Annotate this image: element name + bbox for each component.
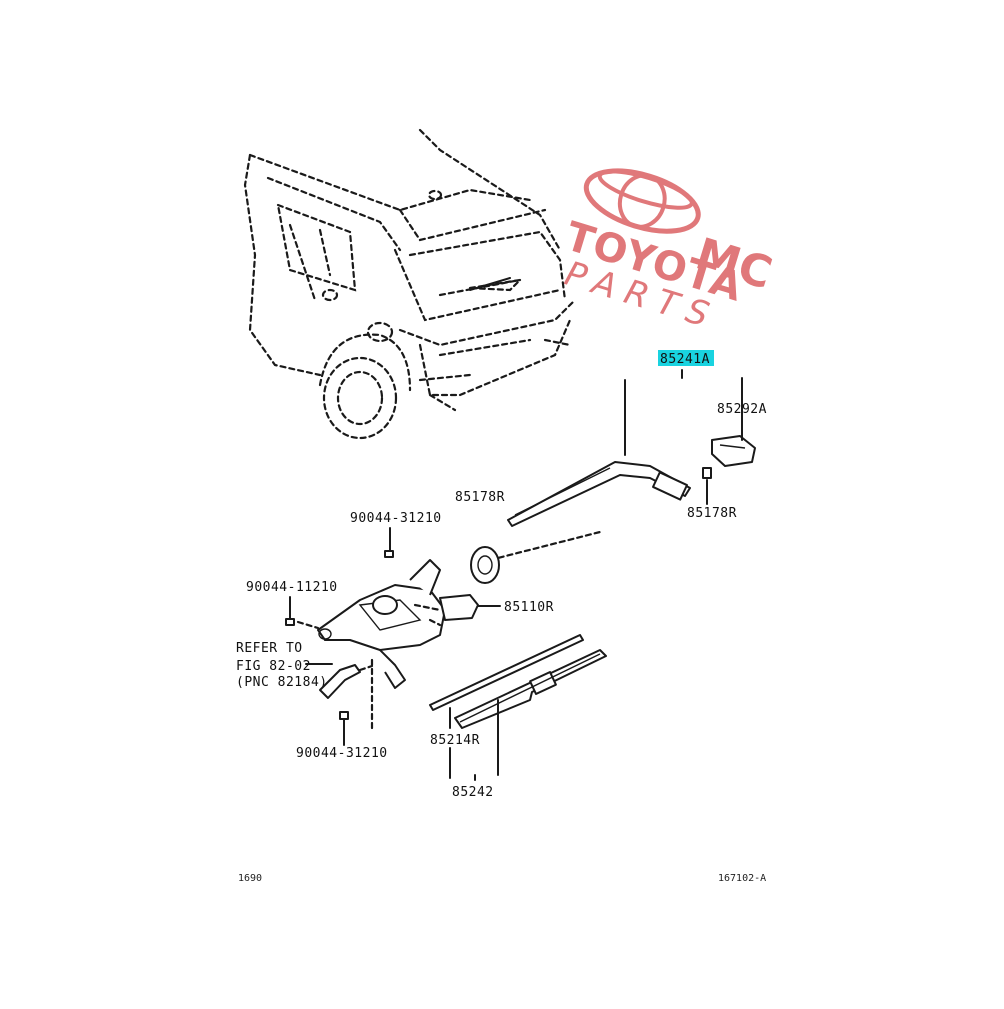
wiper-arm-85241a xyxy=(507,369,691,527)
wiper-cap-85292a xyxy=(711,377,756,467)
svg-text:(PNC 82184): (PNC 82184) xyxy=(236,675,328,690)
svg-text:REFER TO: REFER TO xyxy=(236,641,303,656)
svg-text:FIG 82-02: FIG 82-02 xyxy=(236,659,311,674)
label-85292a: 85292A xyxy=(717,402,767,417)
label-85110r: 85110R xyxy=(504,600,554,615)
svg-text:85241A: 85241A xyxy=(660,352,710,367)
harness-connector xyxy=(319,664,361,699)
refer-note: REFER TO FIG 82-02 (PNC 82184) xyxy=(236,641,328,690)
label-85178r-right: 85178R xyxy=(687,506,737,521)
label-85241a: 85241A xyxy=(658,350,714,367)
nut-85178r-right xyxy=(702,467,712,505)
label-90044-bottom: 90044-31210 xyxy=(296,746,388,761)
footer-right-code: 167102-A xyxy=(718,873,766,884)
bolt-left xyxy=(285,618,295,626)
toyota-mc-parts-watermark: TOYOTA MC PARTS xyxy=(560,168,778,338)
wiper-motor-85110r xyxy=(317,559,501,689)
label-85178r-left: 85178R xyxy=(455,490,505,505)
bolt-top xyxy=(384,550,394,558)
grommet-seal xyxy=(470,546,500,584)
label-85242: 85242 xyxy=(452,785,494,800)
label-90044-left: 90044-11210 xyxy=(246,580,338,595)
label-90044-top: 90044-31210 xyxy=(350,511,442,526)
wiper-blade-85242 xyxy=(429,634,607,781)
footer-left-code: 1690 xyxy=(238,873,262,884)
bolt-bottom xyxy=(339,711,349,720)
label-85214r: 85214R xyxy=(430,733,480,748)
vehicle-outline xyxy=(243,128,577,440)
alignment-line xyxy=(488,530,602,562)
